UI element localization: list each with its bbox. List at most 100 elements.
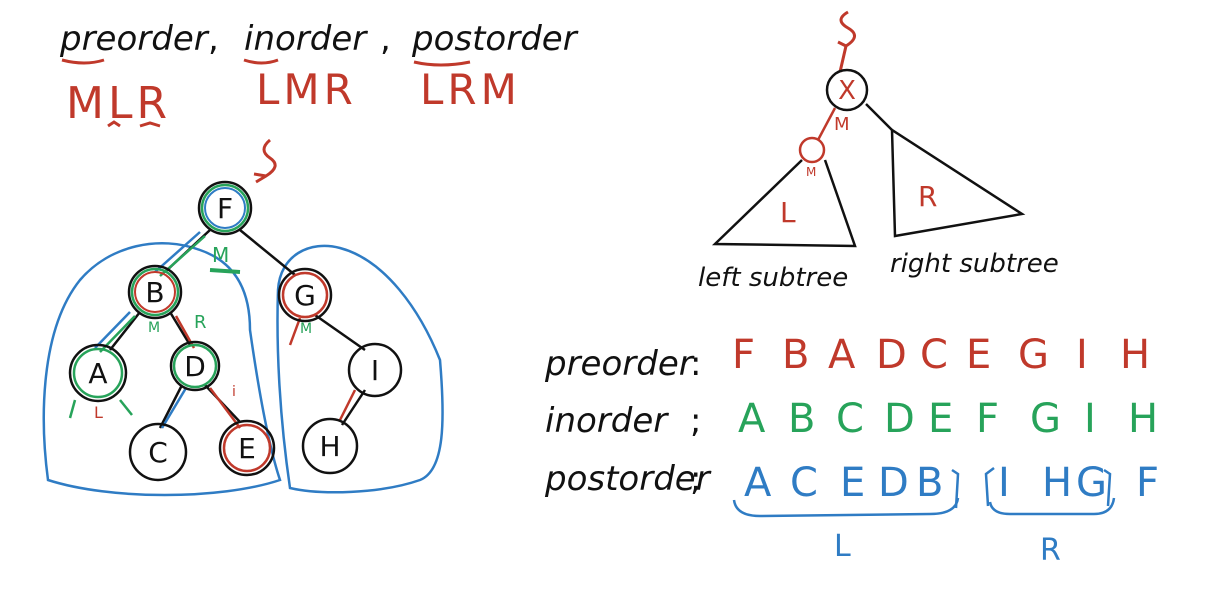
- postorder-right-bracket-open: [984, 467, 995, 507]
- postorder-right-item: I: [998, 460, 1010, 506]
- postorder-left-item: E: [840, 460, 865, 506]
- right-subtree-triangle: [890, 127, 1026, 238]
- postorder-left-item: C: [790, 460, 818, 506]
- inorder-item: H: [1128, 396, 1158, 442]
- postorder-underline: [413, 60, 471, 67]
- left-brace-label: L: [834, 529, 851, 564]
- node-label-A: A: [88, 357, 107, 390]
- postorder-heading: postorder: [411, 19, 579, 59]
- node-label-C: C: [148, 436, 168, 469]
- header-separator-2: ,: [380, 19, 391, 59]
- preorder-sequence: F B A D C E G I H: [732, 332, 1150, 378]
- schematic-root-label: X: [838, 76, 856, 106]
- schematic-right-edge: [865, 103, 893, 131]
- inorder-item: B: [788, 396, 815, 442]
- inorder-heading: inorder: [244, 19, 368, 59]
- postorder-colon: ;: [690, 459, 701, 499]
- tree-node-E: E: [218, 419, 276, 477]
- preorder-item: A: [828, 332, 856, 378]
- postorder-row-label: postorder: [544, 459, 712, 499]
- schematic-child-m-label: M: [806, 165, 816, 179]
- preorder-item: E: [966, 332, 991, 378]
- tree-node-C: C: [128, 422, 188, 482]
- b-m-label: M: [148, 320, 160, 336]
- schematic-m-label: M: [834, 114, 850, 135]
- traversal-sequences: preorder : F B A D C E G I H inorder ; A…: [544, 332, 1159, 568]
- schematic-left-child: [798, 136, 826, 164]
- left-subtree-brace: [732, 497, 960, 518]
- postorder-left-bracket: [951, 468, 960, 509]
- inorder-underline: [243, 58, 279, 65]
- inorder-item: G: [1030, 396, 1061, 442]
- inorder-sequence: A B C D E F G I H: [738, 396, 1158, 442]
- node-label-D: D: [184, 350, 206, 383]
- inorder-item: A: [738, 396, 766, 442]
- tree-node-I: I: [347, 342, 403, 398]
- schematic-start-marker: [837, 10, 856, 73]
- right-subtree-outline: [276, 244, 444, 494]
- traversal-schematic: X M M L R left subtree right subtree: [698, 10, 1059, 293]
- a-l-label: L: [94, 403, 103, 422]
- preorder-item: H: [1120, 332, 1150, 378]
- root-m-label: M: [212, 243, 229, 267]
- preorder-item: C: [920, 332, 948, 378]
- postorder-sequence: A C E D B I H G F: [744, 460, 1159, 509]
- node-label-E: E: [238, 432, 256, 465]
- tree-node-A: A: [68, 343, 128, 403]
- preorder-colon: :: [690, 344, 701, 384]
- inorder-colon: ;: [690, 401, 701, 441]
- left-subtree-caption: left subtree: [698, 263, 848, 293]
- preorder-item: B: [782, 332, 809, 378]
- right-subtree-caption: right subtree: [890, 249, 1059, 279]
- tree-node-B: B: [127, 264, 183, 320]
- node-label-G: G: [294, 279, 316, 312]
- header-separator-1: ,: [208, 19, 219, 59]
- left-subtree-triangle: [711, 159, 857, 248]
- postorder-left-item: D: [878, 460, 909, 506]
- right-subtree-inner-label: R: [918, 180, 937, 213]
- postorder-left-item: A: [744, 460, 772, 506]
- preorder-row-label: preorder: [544, 344, 695, 384]
- left-subtree-inner-label: L: [780, 196, 796, 229]
- node-label-F: F: [217, 192, 233, 225]
- preorder-item: I: [1076, 332, 1088, 378]
- inorder-item: I: [1084, 396, 1096, 442]
- pattern-tilde-1: [107, 120, 121, 128]
- node-label-B: B: [145, 276, 164, 309]
- inorder-item: C: [836, 396, 864, 442]
- inorder-item: F: [976, 396, 999, 442]
- preorder-heading: preorder: [59, 19, 210, 59]
- preorder-underline: [61, 58, 105, 65]
- tree-node-H: H: [301, 417, 359, 475]
- d-i-label: i: [232, 384, 236, 400]
- tree-start-marker: [253, 138, 277, 184]
- traversal-header: preorder , inorder , postorder MLR LMR L…: [59, 19, 579, 129]
- left-subtree-outline: [42, 242, 282, 497]
- example-tree: F B G A D I C: [42, 138, 444, 497]
- preorder-pattern: MLR: [66, 78, 171, 129]
- preorder-item: D: [876, 332, 907, 378]
- postorder-right-item: G: [1076, 460, 1107, 506]
- right-brace-label: R: [1040, 533, 1061, 568]
- postorder-left-item: B: [916, 460, 943, 506]
- inorder-row-label: inorder: [545, 401, 669, 441]
- right-subtree-brace: [988, 497, 1116, 516]
- schematic-root-node: [825, 68, 869, 112]
- inorder-item: E: [928, 396, 953, 442]
- postorder-right-item: H: [1042, 460, 1072, 506]
- b-r-label: R: [194, 312, 207, 333]
- postorder-root-item: F: [1136, 460, 1159, 506]
- tree-node-F: F: [197, 180, 253, 236]
- postorder-pattern: LRM: [420, 65, 521, 114]
- schematic-left-arrow: [816, 107, 837, 141]
- inorder-pattern: LMR: [256, 65, 357, 114]
- preorder-item: G: [1018, 332, 1049, 378]
- inorder-item: D: [884, 396, 915, 442]
- tree-node-G: G: [277, 267, 333, 323]
- tree-node-D: D: [169, 340, 221, 392]
- root-m-underline: [209, 268, 241, 274]
- g-m-label: M: [300, 321, 312, 337]
- pattern-tilde-2: [139, 121, 161, 128]
- node-label-I: I: [371, 354, 379, 387]
